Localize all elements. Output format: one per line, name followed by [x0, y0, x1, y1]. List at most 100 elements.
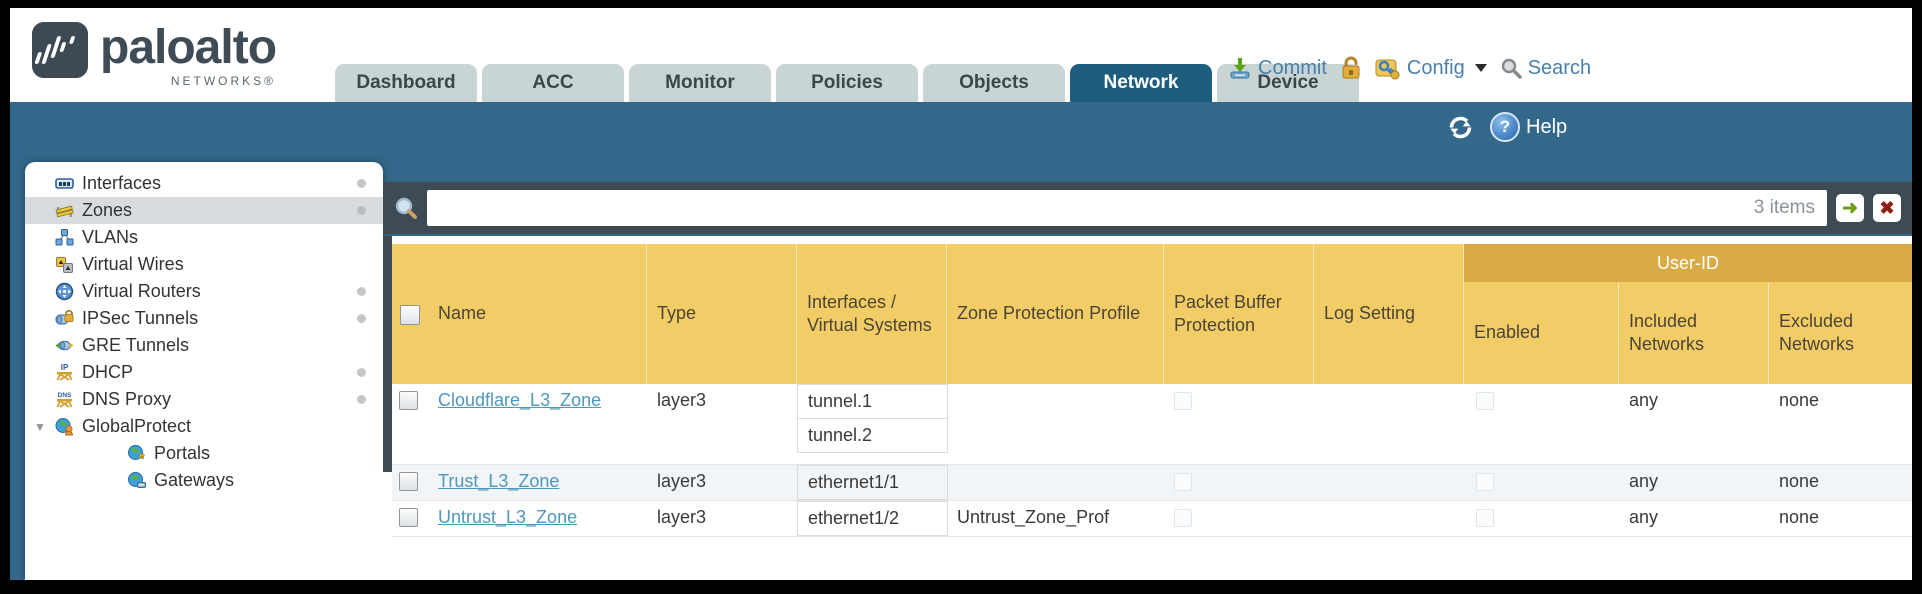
help-button[interactable]: ? Help [1490, 112, 1567, 142]
column-header-interfaces[interactable]: Interfaces / Virtual Systems [797, 244, 947, 384]
content-band: ? Help Interfaces Zones [10, 102, 1912, 580]
included-networks-cell: any [1629, 507, 1659, 527]
packet-buffer-protection-checkbox [1174, 509, 1192, 527]
column-header-type[interactable]: Type [647, 244, 797, 384]
config-icon [1375, 59, 1400, 80]
sidebar-item-dhcp[interactable]: IP DHCP [25, 359, 383, 386]
sidebar-item-gateways[interactable]: Gateways [25, 467, 383, 494]
column-header-excluded-networks[interactable]: Excluded Networks [1779, 310, 1855, 354]
clear-filter-button[interactable]: ✖ [1873, 194, 1901, 222]
sidebar-item-label: Portals [154, 443, 211, 463]
help-label: Help [1526, 115, 1568, 138]
sidebar-item-dns-proxy[interactable]: DNS DNS Proxy [25, 386, 383, 413]
main-nav-tabs: Dashboard ACC Monitor Policies Objects N… [335, 64, 1359, 102]
commit-icon [1230, 58, 1250, 79]
items-count-label: 3 items [1753, 197, 1815, 218]
included-networks-cell: any [1629, 390, 1659, 410]
tab-objects[interactable]: Objects [923, 64, 1065, 102]
column-header-zone-protection-profile[interactable]: Zone Protection Profile [947, 244, 1164, 384]
zone-type-cell: layer3 [657, 507, 707, 527]
packet-buffer-protection-checkbox [1174, 392, 1192, 410]
status-dot [357, 395, 366, 404]
sidebar-item-label: Zones [82, 200, 133, 220]
zone-protection-profile-cell [947, 384, 967, 396]
sidebar-item-vlans[interactable]: VLANs [25, 224, 383, 251]
interface-cell: tunnel.2 [797, 418, 948, 453]
sidebar-item-label: Virtual Routers [82, 281, 201, 301]
interface-name: tunnel.1 [808, 391, 873, 411]
sidebar-item-globalprotect[interactable]: ▼ GlobalProtect [25, 413, 383, 440]
zone-name-link[interactable]: Trust_L3_Zone [438, 471, 560, 491]
status-dot [357, 314, 366, 323]
lock-icon[interactable] [1340, 56, 1362, 80]
sidebar-item-label: DNS Proxy [82, 389, 172, 409]
zone-protection-profile-cell [947, 465, 967, 477]
commit-label: Commit [1258, 56, 1327, 79]
sidebar-item-label: Gateways [154, 470, 235, 490]
sidebar-item-label: GlobalProtect [82, 416, 192, 436]
row-checkbox[interactable] [399, 472, 418, 491]
excluded-networks-cell: none [1779, 390, 1820, 410]
sidebar-item-ipsec-tunnels[interactable]: IPSec Tunnels [25, 305, 383, 332]
app-window: paloalto NETWORKS® Dashboard ACC Monitor… [10, 8, 1912, 580]
column-header-included-networks[interactable]: Included Networks [1619, 282, 1769, 384]
tab-dashboard[interactable]: Dashboard [335, 64, 477, 102]
interface-cell: ethernet1/2 [797, 501, 948, 536]
select-all-checkbox[interactable] [400, 305, 420, 325]
column-header-log-setting[interactable]: Log Setting [1314, 244, 1464, 384]
sidebar-item-zones[interactable]: Zones [25, 197, 383, 224]
virtual-wires-icon [56, 257, 73, 273]
vlans-icon [55, 229, 74, 246]
status-dot [357, 368, 366, 377]
excluded-networks-cell: none [1779, 507, 1820, 527]
zone-filter-input[interactable] [427, 190, 1827, 226]
zones-table-area: User-ID Name Type Interfaces / Virtual S… [383, 236, 1912, 580]
tab-monitor[interactable]: Monitor [629, 64, 771, 102]
portals-icon [128, 445, 145, 460]
band-utilities: ? Help [1447, 112, 1567, 142]
interfaces-icon [55, 178, 74, 189]
tab-acc[interactable]: ACC [482, 64, 624, 102]
sidebar-item-gre-tunnels[interactable]: GRE Tunnels [25, 332, 383, 359]
paloalto-logo: paloalto NETWORKS® [32, 21, 277, 88]
logo-subbrand-text: NETWORKS® [170, 74, 277, 88]
gateways-icon [128, 472, 146, 488]
globalprotect-icon [55, 418, 74, 436]
paloalto-logo-icon [32, 22, 88, 78]
sidebar-item-interfaces[interactable]: Interfaces [25, 170, 383, 197]
expand-collapse-icon[interactable]: ▼ [34, 420, 46, 434]
zone-filter-field: 3 items [427, 190, 1827, 226]
apply-filter-button[interactable]: ➜ [1836, 194, 1864, 222]
refresh-icon[interactable] [1447, 114, 1474, 141]
dhcp-icon: IP [56, 363, 73, 381]
commit-button[interactable]: Commit [1228, 56, 1327, 80]
row-checkbox[interactable] [399, 391, 418, 410]
gre-tunnels-icon [55, 340, 74, 351]
zone-protection-profile-cell: Untrust_Zone_Prof [957, 507, 1110, 527]
search-label: Search [1527, 56, 1592, 79]
config-label: Config [1406, 56, 1465, 79]
row-checkbox[interactable] [399, 508, 418, 527]
sidebar-item-virtual-wires[interactable]: Virtual Wires [25, 251, 383, 278]
zone-name-link[interactable]: Cloudflare_L3_Zone [438, 390, 602, 410]
interface-name: ethernet1/1 [808, 472, 900, 492]
interface-name: ethernet1/2 [808, 508, 900, 528]
sidebar-item-label: Virtual Wires [82, 254, 184, 274]
column-header-enabled[interactable]: Enabled [1464, 282, 1619, 384]
svg-text:IP: IP [61, 363, 69, 372]
sidebar-item-label: Interfaces [82, 173, 162, 193]
table-left-gutter [383, 236, 392, 472]
packet-buffer-protection-checkbox [1174, 473, 1192, 491]
search-button[interactable]: Search [1500, 57, 1591, 80]
sidebar-item-virtual-routers[interactable]: Virtual Routers [25, 278, 383, 305]
filter-search-icon [395, 197, 417, 219]
tab-network[interactable]: Network [1070, 64, 1212, 102]
tab-policies[interactable]: Policies [776, 64, 918, 102]
sidebar-item-portals[interactable]: Portals [25, 440, 383, 467]
column-header-name[interactable]: Name [428, 244, 647, 384]
header-utilities: Commit Config [1228, 56, 1591, 80]
zone-name-link[interactable]: Untrust_L3_Zone [438, 507, 578, 527]
logo-brand-text: paloalto [100, 21, 277, 74]
config-menu-button[interactable]: Config [1375, 56, 1487, 80]
column-header-packet-buffer-protection[interactable]: Packet Buffer Protection [1164, 244, 1314, 384]
